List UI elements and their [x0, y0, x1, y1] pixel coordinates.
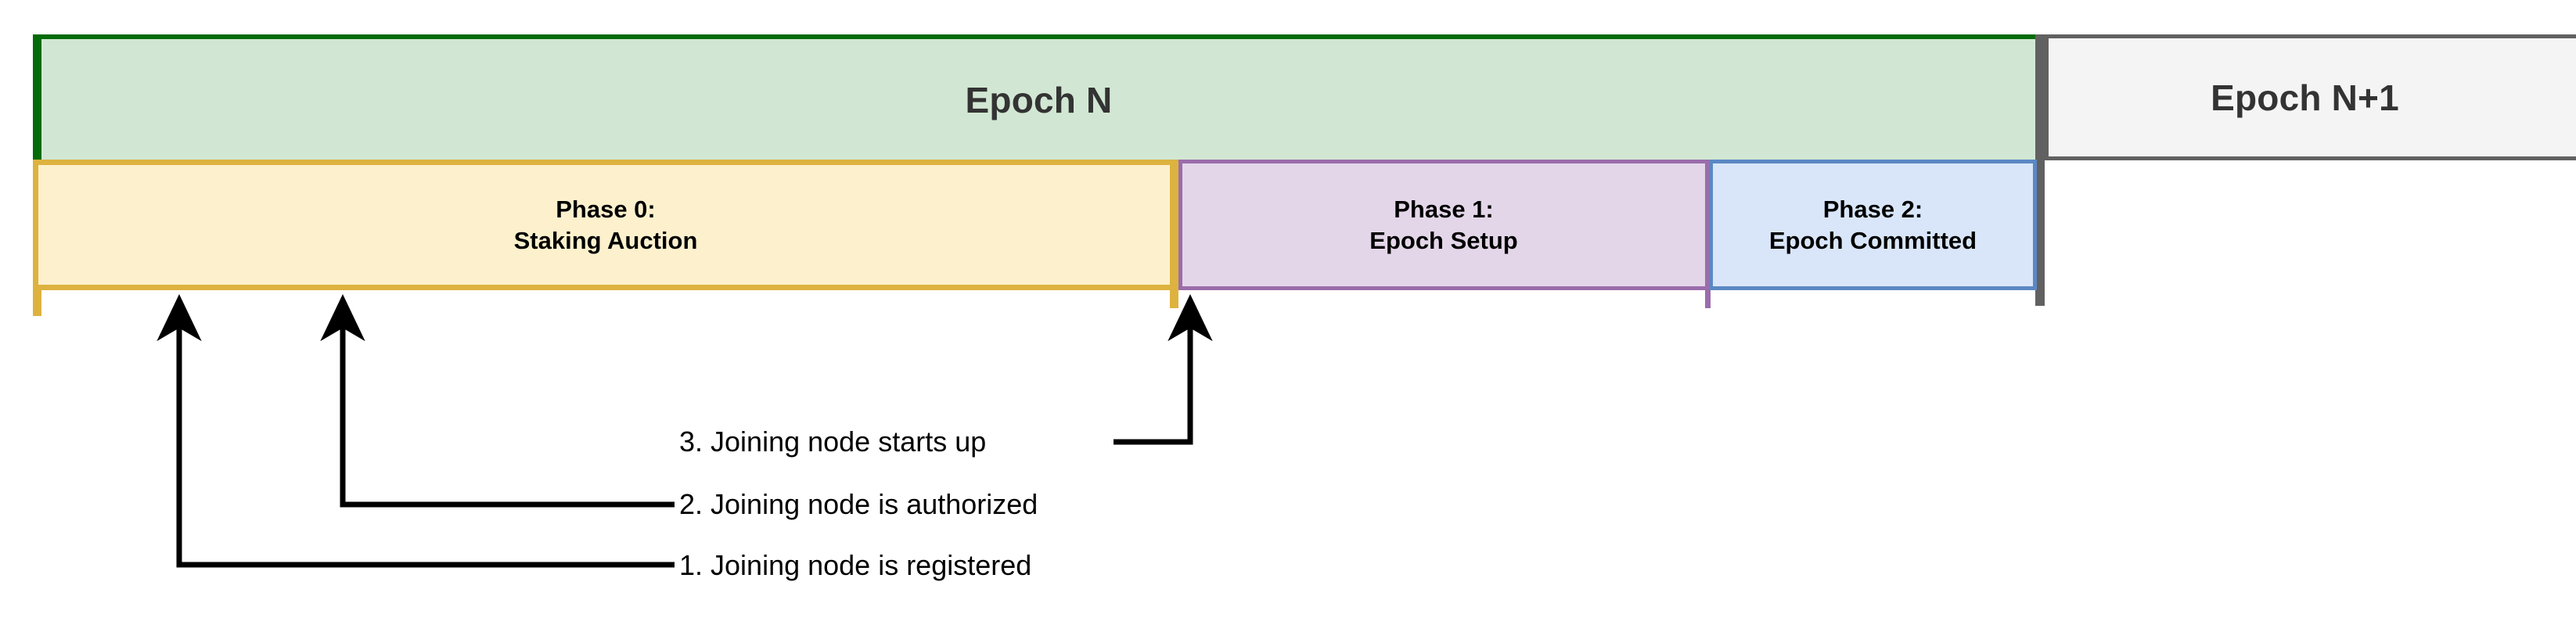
- callout-1-leader: [157, 293, 675, 568]
- epoch-n-box: Epoch N: [33, 34, 2036, 160]
- callout-label-joining-node-is-authorized: 2. Joining node is authorized: [679, 488, 1038, 520]
- callout-3-leader: [1114, 293, 1213, 445]
- phase-0-box: Phase 0: Staking Auction: [33, 160, 1178, 290]
- callout-2-leader: [320, 293, 675, 508]
- phase-2-box: Phase 2: Epoch Committed: [1709, 160, 2037, 290]
- phase-1-right-boundary-marker: [1705, 160, 1711, 308]
- epoch-n-plus-1-box: Epoch N+1: [2045, 34, 2576, 160]
- phase-0-title: Phase 0:: [556, 195, 656, 223]
- phase-0-name: Staking Auction: [513, 226, 698, 254]
- phase-1-name: Epoch Setup: [1369, 226, 1518, 254]
- epoch-n-label: Epoch N: [965, 79, 1113, 120]
- phase-2-name: Epoch Committed: [1768, 226, 1977, 254]
- callout-label-joining-node-starts-up: 3. Joining node starts up: [679, 426, 987, 458]
- epoch-n-plus-1-label: Epoch N+1: [2211, 77, 2399, 118]
- phase-2-title: Phase 2:: [1822, 195, 1923, 223]
- phase-0-right-boundary-marker: [1170, 160, 1178, 308]
- epoch-boundary-divider: [2035, 34, 2045, 306]
- callout-label-joining-node-is-registered: 1. Joining node is registered: [679, 549, 1032, 581]
- phase-1-box: Phase 1: Epoch Setup: [1178, 160, 1709, 290]
- phase-1-title: Phase 1:: [1394, 195, 1494, 223]
